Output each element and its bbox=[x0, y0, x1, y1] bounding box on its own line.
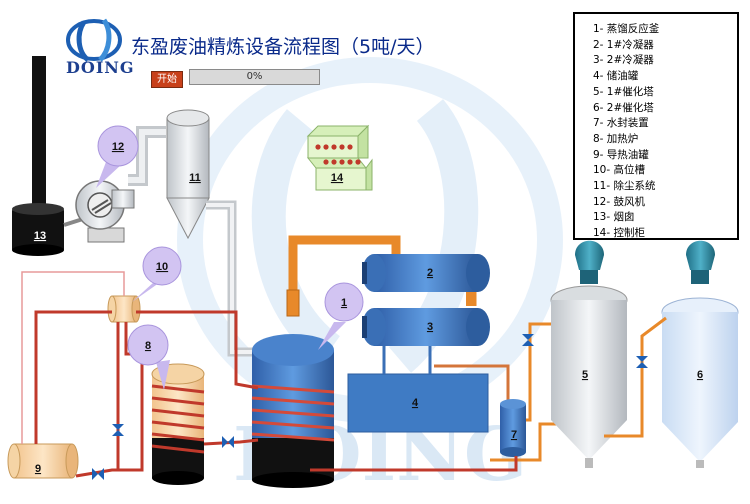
legend-item: 11- 除尘系统 bbox=[593, 180, 656, 193]
heating-furnace-label: 8 bbox=[145, 340, 151, 352]
thermal-oil-tank-label: 9 bbox=[35, 463, 41, 475]
dust-removal-label: 11 bbox=[189, 172, 201, 184]
reactor-label: 1 bbox=[341, 297, 347, 309]
callout-blower: 12 bbox=[96, 125, 139, 188]
catalytic-tower-1-label: 5 bbox=[582, 369, 588, 381]
thermal-oil-tank bbox=[7, 443, 79, 479]
logo-icon bbox=[66, 18, 122, 62]
condenser-2-label: 3 bbox=[427, 321, 433, 333]
legend-item: 13- 烟囱 bbox=[593, 211, 635, 224]
legend-item: 3- 2#冷凝器 bbox=[593, 54, 654, 67]
blower bbox=[75, 180, 135, 243]
legend-item: 8- 加热炉 bbox=[593, 132, 639, 145]
blower-label: 12 bbox=[112, 141, 124, 153]
condenser-1 bbox=[362, 254, 490, 292]
chimney-label: 13 bbox=[34, 230, 46, 242]
control-cabinet bbox=[306, 124, 373, 191]
thermal-oil-pipes bbox=[21, 271, 518, 478]
water-seal bbox=[500, 399, 526, 457]
legend-box: 1- 蒸馏反应釜 2- 1#冷凝器 3- 2#冷凝器 4- 储油罐 5- 1#催… bbox=[573, 12, 739, 240]
dust-removal-system bbox=[166, 109, 210, 240]
legend-item: 10- 高位槽 bbox=[593, 164, 645, 177]
legend-item: 5- 1#催化塔 bbox=[593, 85, 654, 98]
page-title: 东盈废油精炼设备流程图（5吨/天） bbox=[131, 36, 435, 58]
legend-item: 2- 1#冷凝器 bbox=[593, 38, 654, 51]
valve-icon bbox=[92, 334, 648, 480]
catalytic-tower-2-label: 6 bbox=[697, 369, 703, 381]
legend-item: 1- 蒸馏反应釜 bbox=[593, 23, 660, 35]
callout-heating-furnace: 8 bbox=[127, 324, 170, 390]
legend-item: 4- 储油罐 bbox=[593, 70, 639, 83]
start-button[interactable]: 开始 bbox=[151, 71, 183, 88]
callout-reactor: 1 bbox=[318, 282, 364, 350]
condensate-pipes bbox=[382, 346, 432, 374]
control-cabinet-label: 14 bbox=[331, 172, 344, 184]
progress-bar: 0% bbox=[189, 69, 320, 85]
condenser-2 bbox=[362, 308, 490, 346]
logo-text: DOING bbox=[66, 58, 135, 77]
condenser-1-label: 2 bbox=[427, 267, 433, 279]
oil-storage-tank bbox=[347, 373, 489, 433]
chimney bbox=[12, 56, 64, 256]
legend-item: 14- 控制柜 bbox=[593, 227, 645, 240]
oil-tank-label: 4 bbox=[412, 397, 419, 409]
callout-high-tank: 10 bbox=[132, 246, 182, 302]
legend-item: 7- 水封装置 bbox=[593, 117, 649, 130]
progress-label: 0% bbox=[246, 71, 263, 82]
reactor bbox=[252, 334, 334, 488]
legend-item: 6- 2#催化塔 bbox=[593, 101, 654, 114]
high-tank-label: 10 bbox=[156, 261, 168, 273]
legend-item: 9- 导热油罐 bbox=[593, 148, 649, 161]
water-seal-label: 7 bbox=[511, 429, 517, 441]
legend-item: 12- 鼓风机 bbox=[593, 195, 645, 208]
catalytic-tower-2 bbox=[661, 240, 739, 468]
catalytic-tower-1 bbox=[550, 240, 628, 468]
high-level-tank bbox=[107, 295, 141, 323]
